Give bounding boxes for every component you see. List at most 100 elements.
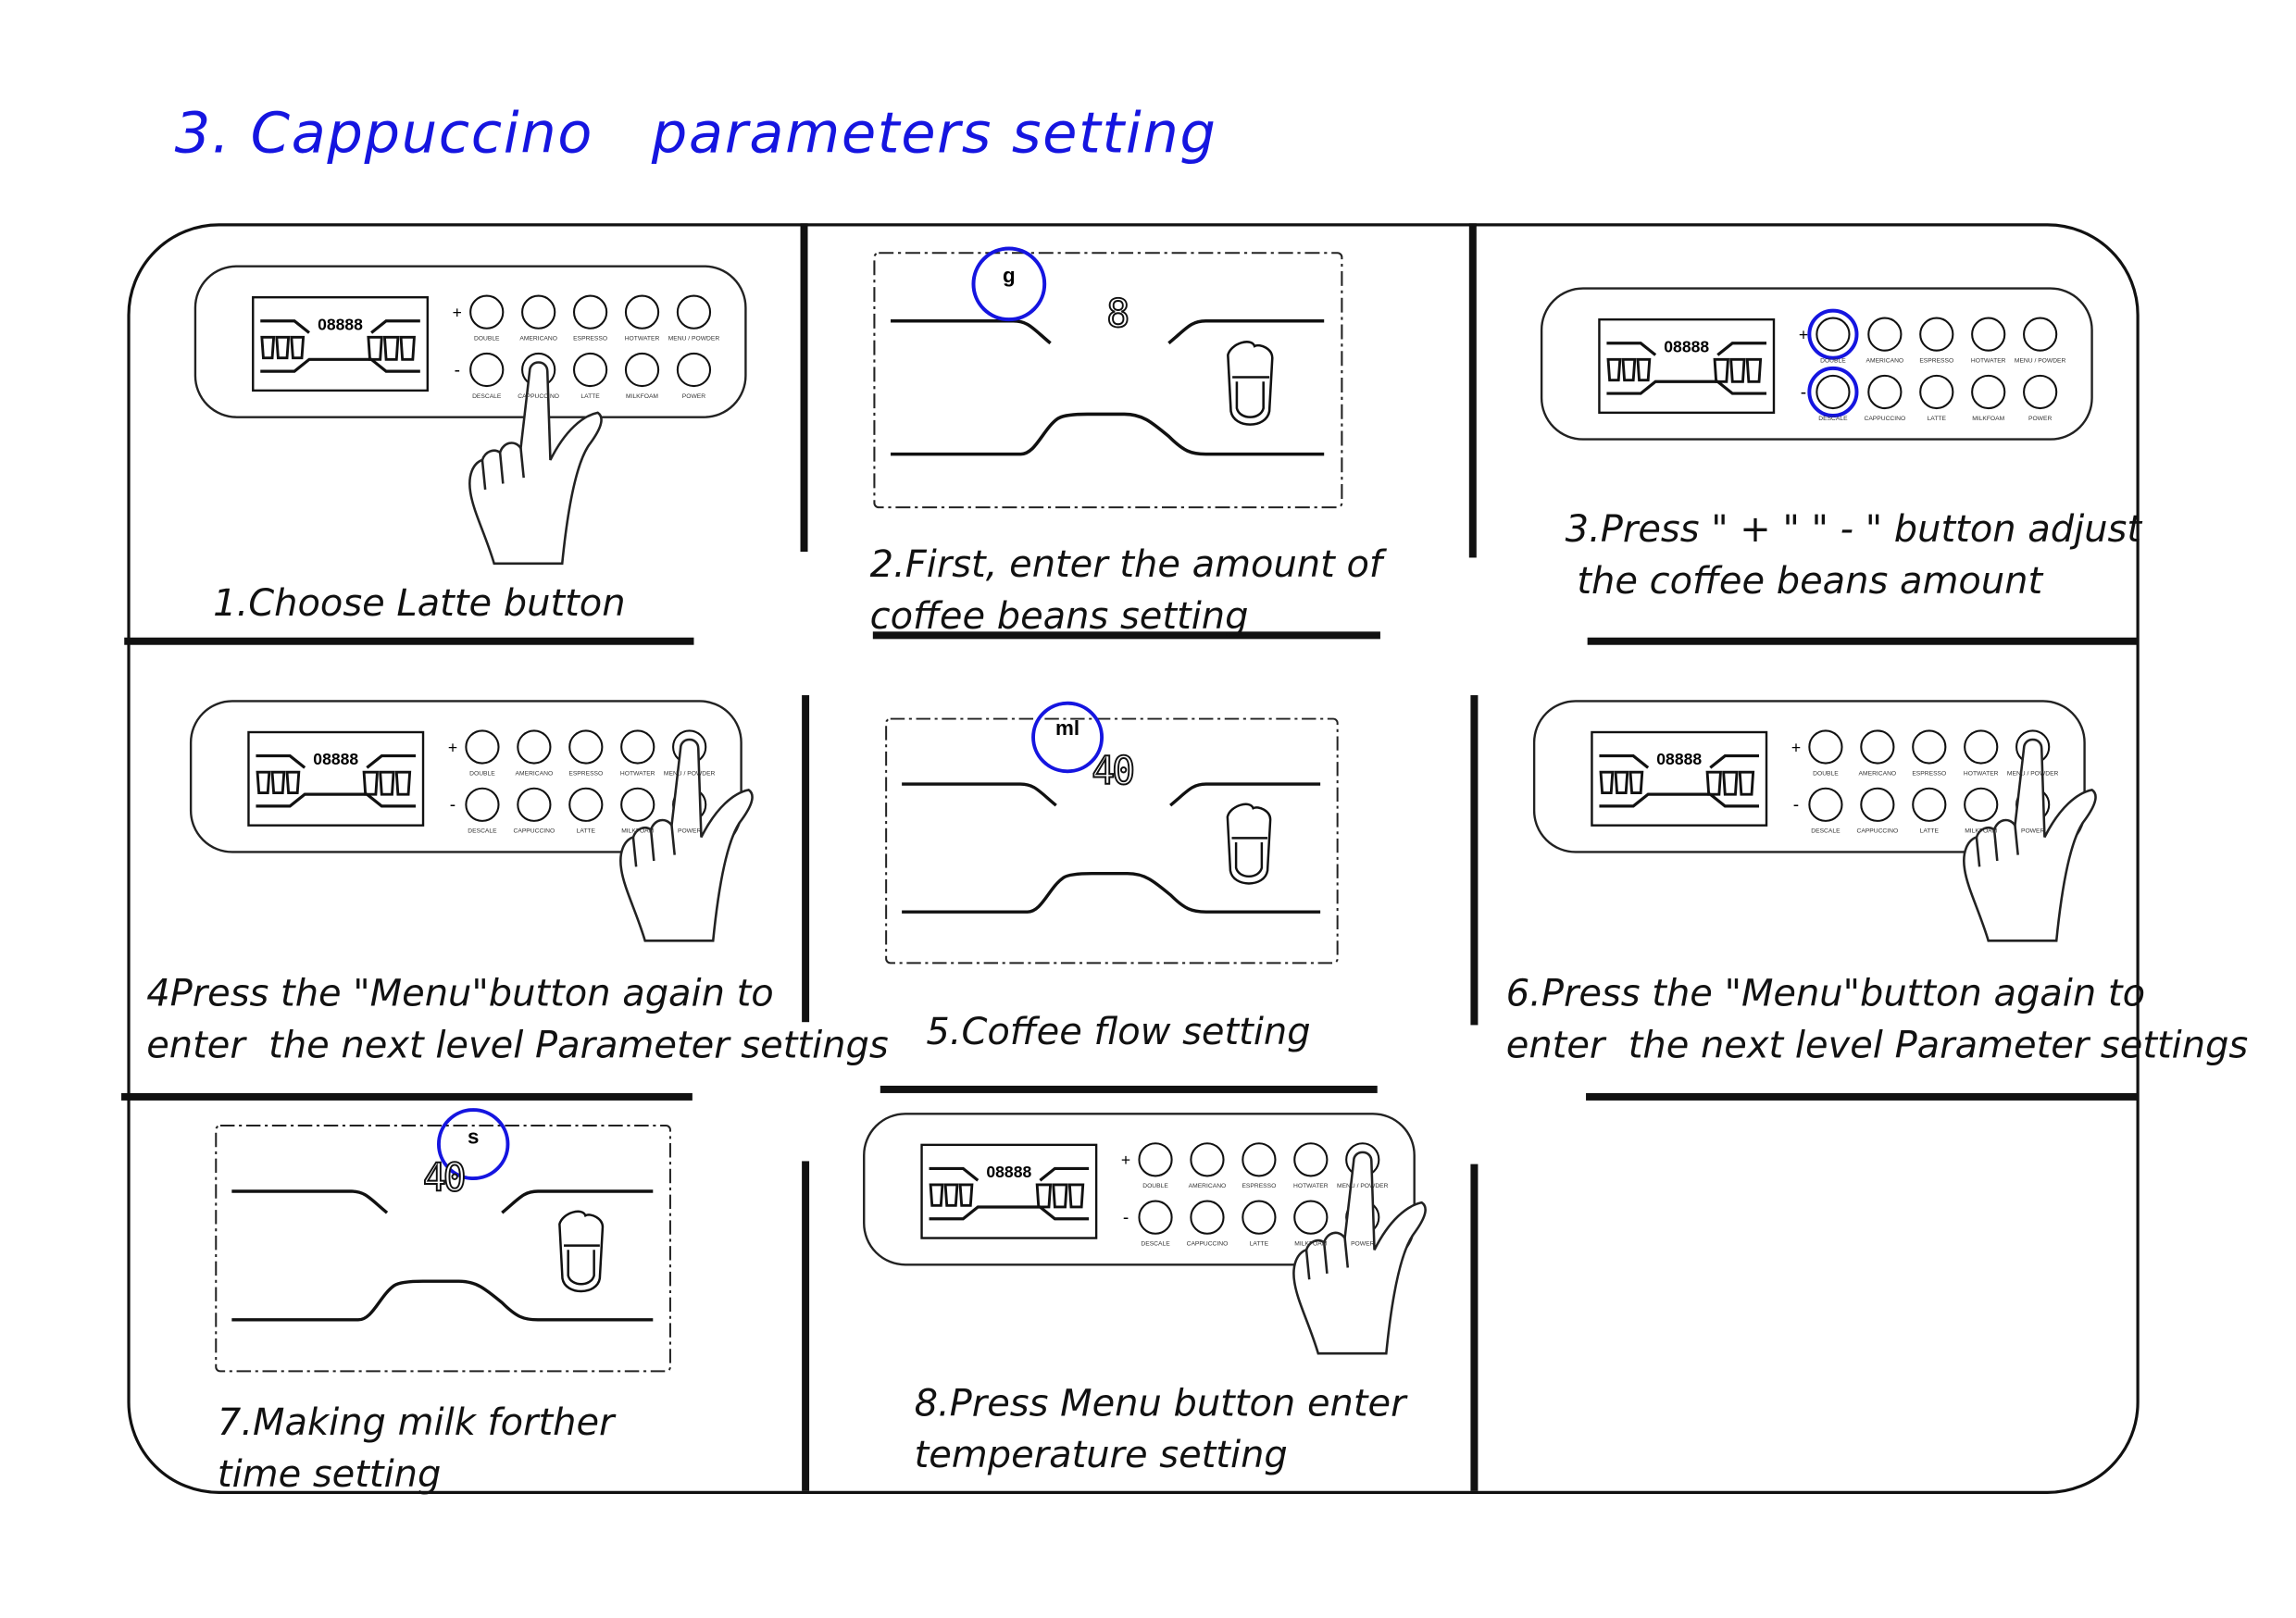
button-descale[interactable] — [469, 352, 505, 388]
plus-label: + — [448, 738, 457, 756]
divider — [121, 1092, 693, 1101]
button-double[interactable] — [465, 729, 500, 765]
divider — [872, 631, 1380, 640]
button-espresso[interactable] — [568, 729, 604, 765]
button-milkfoam[interactable] — [1964, 787, 1999, 822]
button-label: POWER — [682, 393, 705, 400]
button-label: MENU / POWDER — [2015, 358, 2066, 365]
button-label: DOUBLE — [469, 770, 495, 777]
button-americano[interactable] — [1860, 729, 1895, 765]
button-label: LATTE — [1928, 416, 1947, 422]
button-label: MILKFOAM — [626, 393, 658, 400]
button-descale[interactable] — [465, 787, 500, 822]
button-cappuccino[interactable] — [517, 787, 552, 822]
display-segments — [231, 1189, 654, 1322]
button-label: AMERICANO — [1866, 358, 1904, 365]
cup-icon — [1052, 1183, 1068, 1209]
button-descale[interactable] — [1816, 374, 1851, 410]
button-americano[interactable] — [521, 294, 556, 330]
button-espresso[interactable] — [572, 294, 608, 330]
cup-icon — [260, 335, 276, 360]
button-label: ESPRESSO — [1919, 358, 1953, 365]
button-label: MILKFOAM — [1972, 416, 2004, 422]
button-menu-powder[interactable] — [2023, 317, 2058, 352]
button-milkfoam[interactable] — [1293, 1200, 1329, 1235]
button-label: AMERICANO — [1189, 1183, 1227, 1189]
display-value: 40 — [1091, 749, 1136, 795]
button-label: HOTWATER — [620, 770, 655, 777]
page-title: 3. Cappuccino parameters setting — [174, 100, 1217, 166]
pointing-hand-icon — [1963, 738, 2097, 942]
button-latte[interactable] — [1242, 1200, 1277, 1235]
button-latte[interactable] — [1919, 374, 1954, 410]
button-power[interactable] — [2023, 374, 2058, 410]
pointing-hand-icon — [619, 738, 754, 942]
button-americano[interactable] — [1867, 317, 1903, 352]
button-cappuccino[interactable] — [1860, 787, 1895, 822]
minus-label: - — [1123, 1209, 1129, 1228]
button-hotwater[interactable] — [624, 294, 660, 330]
button-cappuccino[interactable] — [1867, 374, 1903, 410]
button-label: DESCALE — [468, 828, 497, 835]
button-hotwater[interactable] — [1971, 317, 2006, 352]
cup-icon — [379, 770, 395, 796]
button-label: POWER — [2028, 416, 2052, 422]
button-milkfoam[interactable] — [624, 352, 660, 388]
cup-icon — [270, 770, 286, 794]
cup-icon — [1628, 770, 1644, 794]
cup-icon — [1606, 357, 1622, 382]
button-label: LATTE — [580, 393, 600, 400]
button-label: LATTE — [577, 828, 596, 835]
button-americano[interactable] — [1190, 1142, 1225, 1177]
button-hotwater[interactable] — [1964, 729, 1999, 765]
cup-icon — [362, 770, 380, 796]
divider — [802, 695, 810, 1023]
button-label: POWER — [1351, 1241, 1374, 1248]
button-double[interactable] — [1808, 729, 1843, 765]
button-label: ESPRESSO — [573, 336, 607, 342]
button-americano[interactable] — [517, 729, 552, 765]
button-menu-powder[interactable] — [676, 294, 712, 330]
button-espresso[interactable] — [1912, 729, 1947, 765]
unit-highlight-circle — [437, 1108, 510, 1181]
cup-icon — [394, 770, 412, 796]
step-6-caption: 6.Press the "Menu"button again to enter … — [1505, 971, 2249, 1067]
button-label: HOTWATER — [1964, 770, 1999, 777]
button-cappuccino[interactable] — [1190, 1200, 1225, 1235]
cup-icon — [382, 335, 400, 361]
lcd-digits: 08888 — [1656, 750, 1702, 768]
steps-frame — [127, 223, 2140, 1494]
button-double[interactable] — [1816, 317, 1851, 352]
button-double[interactable] — [1138, 1142, 1173, 1177]
button-latte[interactable] — [572, 352, 608, 388]
button-latte[interactable] — [568, 787, 604, 822]
button-hotwater[interactable] — [620, 729, 655, 765]
button-milkfoam[interactable] — [1971, 374, 2006, 410]
cup-icon — [367, 335, 383, 361]
plus-label: + — [1791, 738, 1801, 756]
divider — [800, 223, 808, 553]
button-label: DESCALE — [1811, 828, 1841, 835]
button-descale[interactable] — [1138, 1200, 1173, 1235]
button-milkfoam[interactable] — [620, 787, 655, 822]
minus-label: - — [1793, 796, 1799, 815]
cappuccino-cup-icon — [1226, 803, 1272, 885]
step-4-caption: 4Press the "Menu"button again to enter t… — [146, 971, 889, 1067]
button-label: MENU / POWDER — [668, 336, 720, 342]
display-border — [873, 252, 1343, 509]
button-power[interactable] — [676, 352, 712, 388]
button-double[interactable] — [469, 294, 505, 330]
button-label: CAPPUCCINO — [1187, 1241, 1229, 1248]
button-label: MILKFOAM — [1294, 1241, 1327, 1248]
button-hotwater[interactable] — [1293, 1142, 1329, 1177]
cup-icon — [1067, 1183, 1085, 1209]
button-descale[interactable] — [1808, 787, 1843, 822]
plus-label: + — [1121, 1151, 1130, 1169]
button-espresso[interactable] — [1242, 1142, 1277, 1177]
button-espresso[interactable] — [1919, 317, 1954, 352]
button-latte[interactable] — [1912, 787, 1947, 822]
